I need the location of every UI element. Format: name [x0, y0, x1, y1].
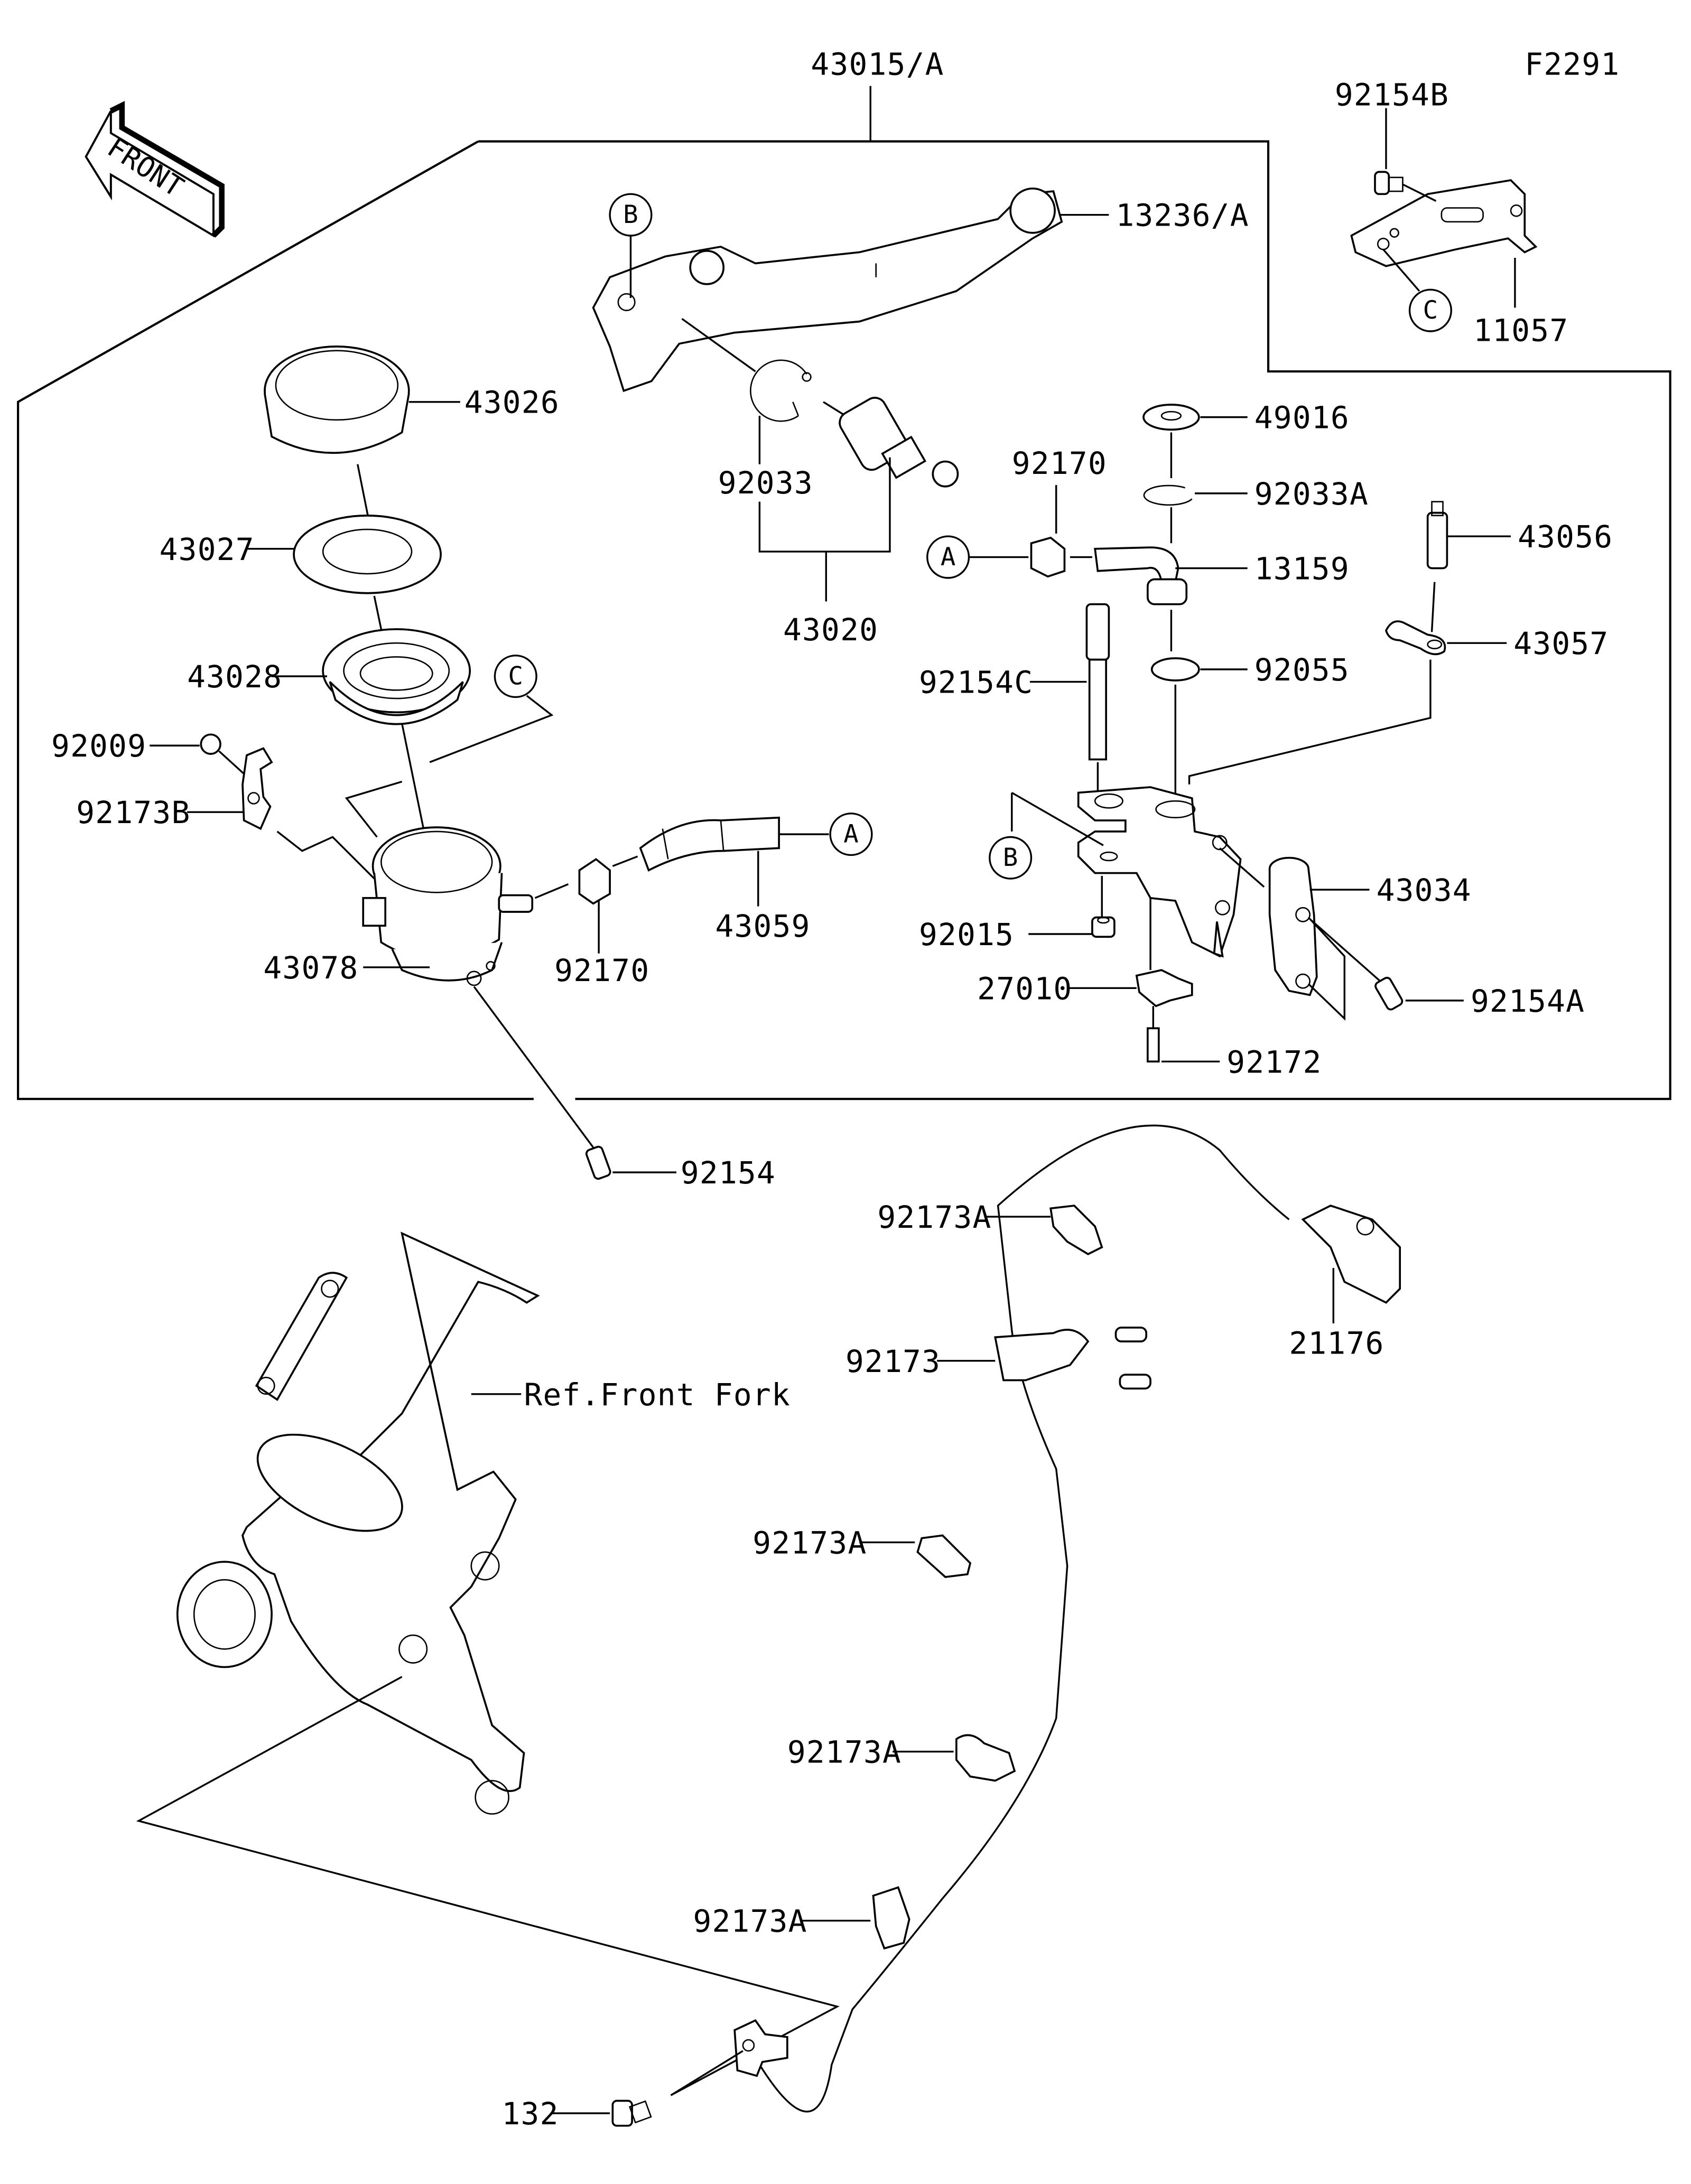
label-92170-mc[interactable]: 92170	[1012, 445, 1107, 481]
svg-text:B: B	[623, 200, 638, 229]
label-92033a[interactable]: 92033A	[1255, 476, 1369, 512]
label-92154a[interactable]: 92154A	[1471, 983, 1585, 1019]
label-92154c[interactable]: 92154C	[919, 665, 1033, 701]
circlip-92033a	[1143, 484, 1193, 506]
label-132[interactable]: 132	[502, 2096, 559, 2132]
hose-clamp-92170-mc	[1030, 536, 1066, 578]
assembly-frame	[16, 86, 1671, 1100]
sensor-21176	[1301, 1205, 1401, 1304]
bolt-132	[611, 2099, 652, 2127]
label-43015a[interactable]: 43015/A	[811, 46, 944, 82]
label-92173a-4[interactable]: 92173A	[693, 1903, 807, 1939]
label-92172[interactable]: 92172	[1227, 1044, 1322, 1080]
bracket-11057	[1350, 179, 1538, 267]
clamp-92173	[994, 1329, 1090, 1382]
clamp-92173a-2	[916, 1534, 972, 1578]
wire-grommets	[1114, 1327, 1151, 1390]
label-92009[interactable]: 92009	[51, 728, 146, 764]
bolt-92154	[585, 1145, 611, 1180]
brake-lever	[592, 188, 1063, 393]
label-21176[interactable]: 21176	[1289, 1326, 1384, 1361]
label-92173a-1[interactable]: 92173A	[877, 1199, 991, 1235]
label-13159[interactable]: 13159	[1255, 551, 1350, 587]
label-92154[interactable]: 92154	[681, 1155, 776, 1191]
sensor-bracket	[733, 2019, 788, 2077]
bleeder-cap-43057	[1385, 620, 1446, 656]
callout-b-lever: B	[609, 193, 653, 237]
reservoir-cap	[264, 346, 410, 454]
label-43078[interactable]: 43078	[263, 950, 358, 986]
label-92015[interactable]: 92015	[919, 917, 1014, 953]
svg-text:A: A	[941, 543, 955, 572]
label-92170-res[interactable]: 92170	[554, 953, 649, 988]
callout-a-mc: A	[926, 535, 970, 579]
callout-a-hose: A	[829, 813, 873, 856]
clamp-92173a-1	[1049, 1205, 1103, 1255]
front-fork	[176, 1231, 540, 1815]
callout-b-body: B	[989, 836, 1033, 880]
callout-c-reservoir: C	[494, 655, 537, 698]
hose-clamp-92170-res	[578, 858, 611, 905]
label-43056[interactable]: 43056	[1518, 519, 1613, 555]
diaphragm	[322, 628, 471, 725]
label-49016[interactable]: 49016	[1255, 400, 1350, 436]
svg-text:B: B	[1003, 843, 1018, 872]
nut-92015	[1091, 916, 1116, 938]
label-43020[interactable]: 43020	[783, 612, 878, 648]
svg-text:C: C	[508, 662, 523, 691]
label-92173[interactable]: 92173	[846, 1343, 941, 1379]
clamp-92173a-3	[955, 1734, 1016, 1782]
pivot-bolt-92154c	[1085, 603, 1110, 761]
bolt-92154b	[1374, 171, 1437, 202]
label-92154b[interactable]: 92154B	[1335, 77, 1449, 113]
label-43034[interactable]: 43034	[1377, 872, 1472, 908]
label-27010[interactable]: 27010	[977, 970, 1072, 1006]
label-43028[interactable]: 43028	[187, 659, 282, 695]
svg-text:C: C	[1423, 296, 1438, 325]
label-43059[interactable]: 43059	[715, 908, 810, 944]
label-92173a-3[interactable]: 92173A	[787, 1734, 902, 1770]
label-11057[interactable]: 11057	[1473, 312, 1568, 348]
hose-43059	[639, 816, 780, 872]
label-13236a[interactable]: 13236/A	[1116, 198, 1249, 234]
label-43027[interactable]: 43027	[160, 531, 255, 567]
piston-kit	[823, 397, 959, 488]
label-ref-front-fork[interactable]: Ref.Front Fork	[524, 1377, 791, 1413]
holder-43034	[1268, 856, 1318, 996]
screw-92172	[1146, 1027, 1160, 1063]
bolt-92154a	[1374, 976, 1404, 1011]
label-92173a-2[interactable]: 92173A	[752, 1525, 867, 1561]
switch-27010	[1135, 969, 1193, 1007]
bleeder-43056	[1426, 501, 1448, 570]
figure-id: F2291	[1525, 46, 1620, 82]
svg-text:A: A	[843, 820, 858, 849]
circlip-92033	[750, 359, 812, 422]
diaphragm-plate	[293, 515, 442, 594]
reservoir-43078	[362, 826, 534, 986]
label-92173b[interactable]: 92173B	[76, 795, 190, 830]
callout-c-bracket: C	[1408, 288, 1452, 332]
oring-92055	[1150, 657, 1200, 682]
label-43026[interactable]: 43026	[464, 385, 560, 421]
clamp-92173a-4	[872, 1886, 910, 1950]
label-43057[interactable]: 43057	[1513, 626, 1609, 661]
front-arrow-icon: FRONT	[85, 100, 225, 238]
clamp-92173b	[241, 747, 273, 830]
label-92033[interactable]: 92033	[718, 465, 813, 501]
label-92055[interactable]: 92055	[1255, 652, 1350, 688]
fitting-13159	[1094, 546, 1188, 605]
screw-92009	[200, 733, 250, 780]
cap-49016	[1142, 404, 1200, 431]
